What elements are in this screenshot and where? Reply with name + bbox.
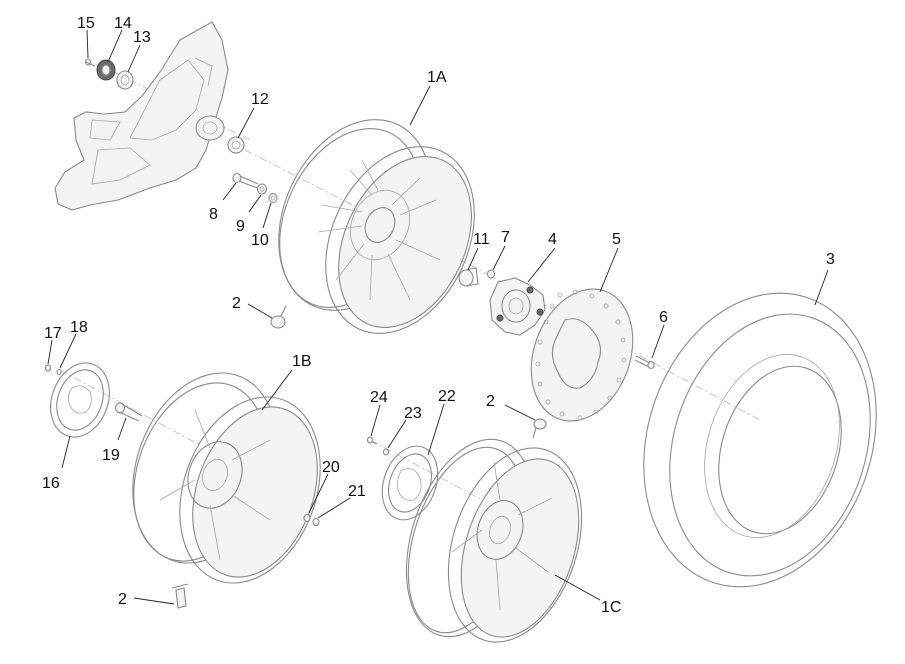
- washer-10: [268, 192, 278, 204]
- callout-11: 11: [473, 231, 490, 248]
- callout-1C: 1C: [601, 599, 621, 616]
- callout-2-lower: 2: [118, 591, 127, 608]
- callout-7: 7: [501, 229, 510, 246]
- callout-20: 20: [322, 459, 340, 476]
- washer-23: [382, 448, 390, 456]
- callout-3: 3: [826, 251, 835, 268]
- callout-4: 4: [548, 231, 557, 248]
- callout-22: 22: [438, 388, 456, 405]
- disc-carrier-4: [489, 277, 546, 336]
- nut-7: [486, 269, 496, 279]
- swing-arm-bracket: [54, 21, 229, 211]
- wheel-rim-1A: [278, 119, 475, 334]
- callout-13: 13: [133, 29, 151, 46]
- screw-6: [634, 355, 655, 370]
- callout-15: 15: [77, 15, 95, 32]
- callout-16: 16: [42, 475, 60, 492]
- washer-21: [312, 517, 320, 527]
- spacer-12: [227, 136, 245, 154]
- screw-17: [44, 364, 52, 372]
- callout-10: 10: [251, 232, 269, 249]
- wheel-rim-1B: [132, 372, 321, 584]
- screw-24: [366, 436, 378, 445]
- ring-nut-14: [96, 59, 116, 81]
- callout-9: 9: [236, 218, 245, 235]
- callout-1B: 1B: [292, 353, 312, 370]
- tone-wheel-16: [50, 362, 110, 438]
- callout-2-upper: 2: [232, 295, 241, 312]
- small-bolt-15: [84, 58, 96, 67]
- tyre-3: [643, 292, 877, 588]
- callout-23: 23: [404, 405, 422, 422]
- wheel-rim-1C: [405, 438, 583, 643]
- callout-8: 8: [209, 206, 218, 223]
- washer-18: [56, 368, 62, 376]
- callout-14: 14: [114, 15, 132, 32]
- callout-18: 18: [70, 319, 88, 336]
- bushing-11: [458, 267, 479, 287]
- washer-20: [303, 513, 311, 523]
- callout-leaders: [47, 29, 829, 605]
- washer-9: [256, 183, 268, 195]
- bolt-8: [232, 172, 259, 189]
- valve-2-upper: [270, 305, 287, 329]
- callout-1A: 1A: [427, 69, 447, 86]
- bushing-13: [116, 70, 134, 90]
- pin-19: [114, 402, 143, 422]
- callout-17: 17: [44, 325, 62, 342]
- callout-6: 6: [659, 309, 668, 326]
- callout-21: 21: [348, 483, 366, 500]
- callout-2-right: 2: [486, 393, 495, 410]
- callout-5: 5: [612, 231, 621, 248]
- brake-disc-5: [530, 288, 634, 422]
- valve-2-right: [532, 418, 547, 439]
- tone-wheel-22: [381, 445, 439, 521]
- callout-12: 12: [251, 91, 269, 108]
- callout-labels: 15 14 13 12 1A 8 9 10 11 7 4 5 3 2 6 17 …: [42, 15, 835, 616]
- callout-24: 24: [370, 389, 388, 406]
- callout-19: 19: [102, 447, 120, 464]
- valve-2-lower: [171, 583, 189, 609]
